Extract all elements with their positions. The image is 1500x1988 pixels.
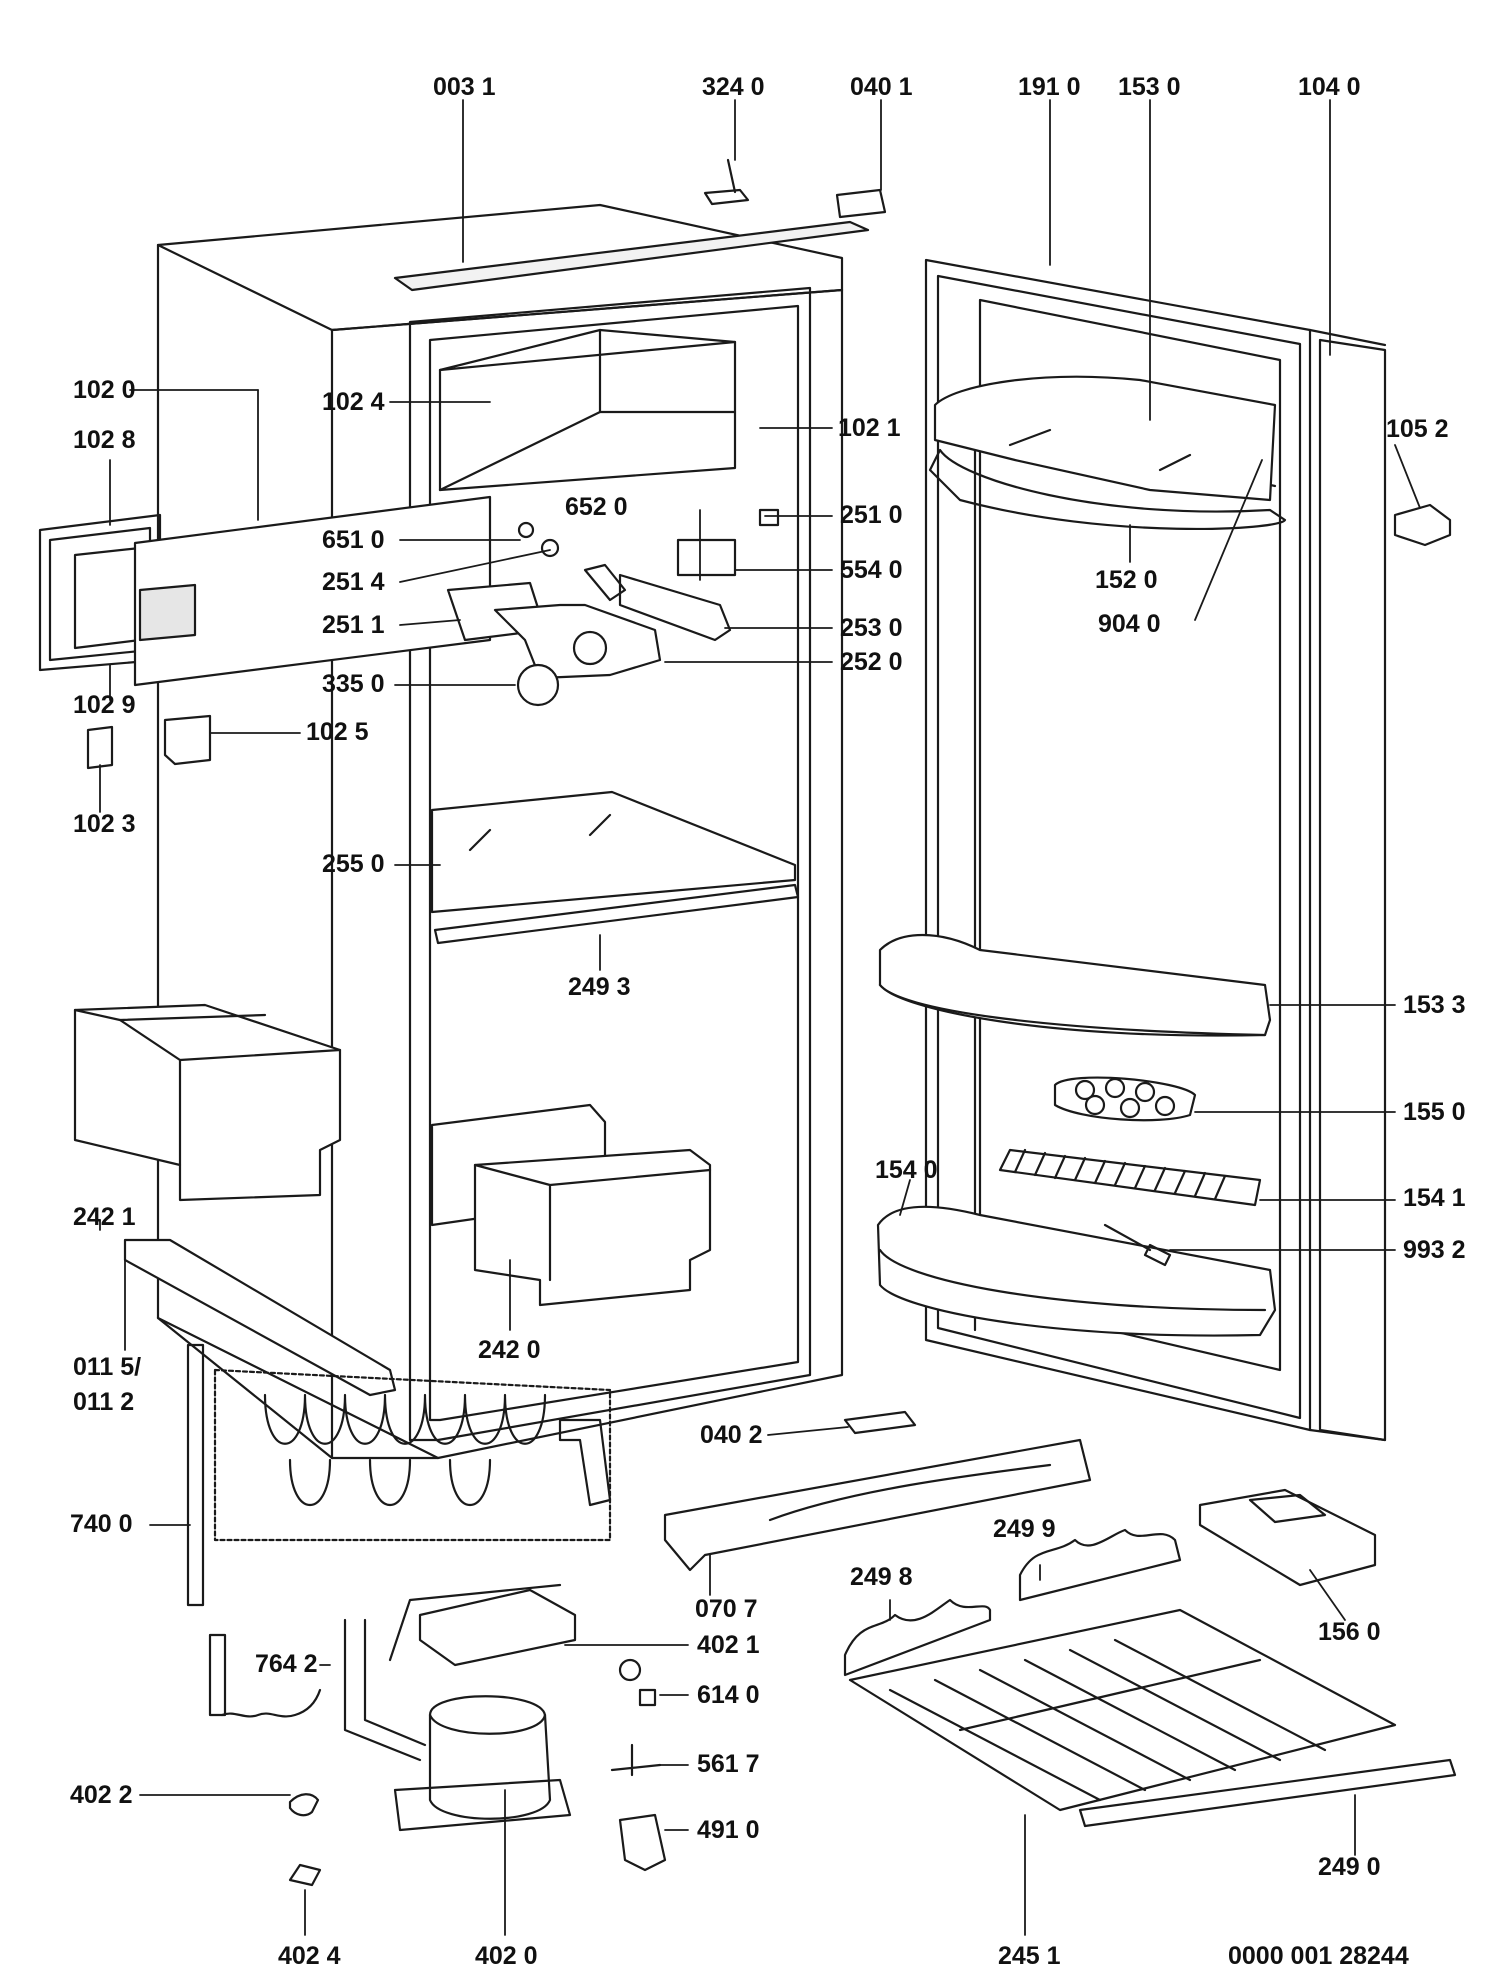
- label-242-1: 242 1: [73, 1203, 136, 1231]
- label-011-5: 011 5/: [73, 1353, 142, 1381]
- label-255-0: 255 0: [322, 850, 385, 878]
- label-251-0: 251 0: [840, 501, 903, 529]
- label-003-1: 003 1: [433, 73, 496, 101]
- label-242-0: 242 0: [478, 1336, 541, 1364]
- top-small-parts: [703, 158, 887, 219]
- label-335-0: 335 0: [322, 670, 385, 698]
- label-191-0: 191 0: [1018, 73, 1081, 101]
- label-614-0: 614 0: [697, 1681, 760, 1709]
- label-651-0: 651 0: [322, 526, 385, 554]
- label-102-0: 102 0: [73, 376, 136, 404]
- label-251-1: 251 1: [322, 611, 385, 639]
- label-251-4: 251 4: [322, 568, 385, 596]
- label-152-0: 152 0: [1095, 566, 1158, 594]
- label-402-0: 402 0: [475, 1942, 538, 1970]
- label-740-0: 740 0: [70, 1510, 133, 1538]
- label-011-2: 011 2: [73, 1388, 135, 1416]
- label-249-0: 249 0: [1318, 1853, 1381, 1881]
- label-402-1: 402 1: [697, 1631, 760, 1659]
- hinge: [1393, 503, 1452, 547]
- left-side-parts: [38, 495, 492, 1397]
- thermostat-controls: [446, 508, 780, 707]
- label-154-0: 154 0: [875, 1156, 938, 1184]
- label-324-0: 324 0: [702, 73, 765, 101]
- leader-lines: [99, 99, 1421, 1936]
- condenser: [186, 1343, 612, 1607]
- label-102-4: 102 4: [322, 388, 385, 416]
- compressor-assembly: [208, 1583, 667, 1887]
- glass-shelf: [430, 790, 800, 945]
- label-561-7: 561 7: [697, 1750, 760, 1778]
- bottom-rails: [663, 1410, 1092, 1572]
- label-402-4: 402 4: [278, 1942, 341, 1970]
- label-993-2: 993 2: [1403, 1236, 1466, 1264]
- label-153-3: 153 3: [1403, 991, 1466, 1019]
- refrigerator-door: [876, 258, 1387, 1442]
- wire-shelf: [843, 1528, 1457, 1828]
- label-249-8: 249 8: [850, 1563, 913, 1591]
- label-040-2: 040 2: [700, 1421, 763, 1449]
- label-554-0: 554 0: [840, 556, 903, 584]
- label-764-2: 764 2: [255, 1650, 318, 1678]
- label-070-7: 070 7: [695, 1595, 758, 1623]
- label-153-0: 153 0: [1118, 73, 1181, 101]
- label-154-1: 154 1: [1403, 1184, 1466, 1212]
- label-105-2: 105 2: [1386, 415, 1449, 443]
- label-102-9: 102 9: [73, 691, 136, 719]
- label-252-0: 252 0: [840, 648, 903, 676]
- label-102-5: 102 5: [306, 718, 369, 746]
- label-402-2: 402 2: [70, 1781, 133, 1809]
- label-102-8: 102 8: [73, 426, 136, 454]
- label-253-0: 253 0: [840, 614, 903, 642]
- label-491-0: 491 0: [697, 1816, 760, 1844]
- label-249-3: 249 3: [568, 973, 631, 1001]
- label-156-0: 156 0: [1318, 1618, 1381, 1646]
- label-155-0: 155 0: [1403, 1098, 1466, 1126]
- label-652-0: 652 0: [565, 493, 628, 521]
- label-102-1: 102 1: [838, 414, 901, 442]
- ice-tray: [1198, 1488, 1377, 1587]
- label-102-3: 102 3: [73, 810, 136, 838]
- label-040-1: 040 1: [850, 73, 913, 101]
- document-id: 0000 001 28244: [1228, 1942, 1409, 1970]
- label-104-0: 104 0: [1298, 73, 1361, 101]
- crisper-drawer: [430, 1103, 712, 1307]
- label-249-9: 249 9: [993, 1515, 1056, 1543]
- label-904-0: 904 0: [1098, 610, 1161, 638]
- label-245-1: 245 1: [998, 1942, 1061, 1970]
